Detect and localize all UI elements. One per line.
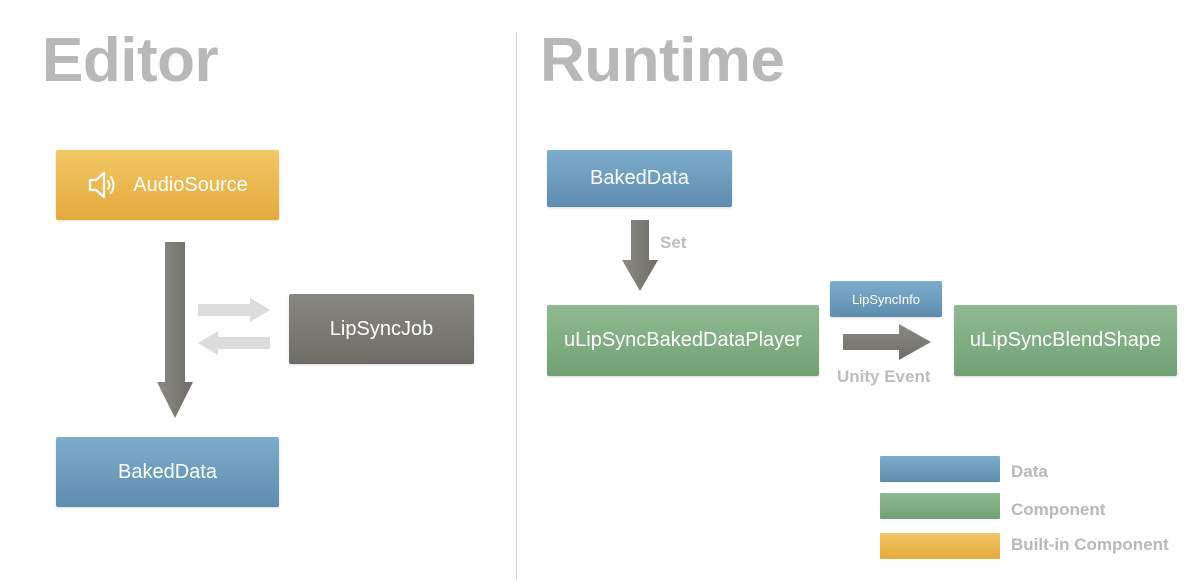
lipsync-job-label: LipSyncJob: [329, 317, 434, 340]
audio-source-label: AudioSource: [133, 173, 248, 196]
legend-swatch-data: [880, 456, 1000, 482]
runtime-title: Runtime: [540, 26, 785, 95]
lipsync-info-tag: LipSyncInfo: [830, 281, 942, 317]
editor-title: Editor: [42, 26, 219, 95]
blendshape-box: uLipSyncBlendShape: [954, 305, 1177, 376]
unity-event-label: Unity Event: [837, 367, 931, 386]
legend-swatch-component: [880, 493, 1000, 519]
legend-swatch-builtin: [880, 533, 1000, 559]
lipsync-job-box: LipSyncJob: [289, 294, 474, 364]
editor-baked-data-box: BakedData: [56, 437, 279, 507]
editor-baked-data-label: BakedData: [118, 460, 217, 483]
speaker-icon: [87, 170, 119, 200]
blendshape-label: uLipSyncBlendShape: [969, 329, 1162, 351]
runtime-baked-data-box: BakedData: [547, 150, 732, 207]
runtime-baked-data-label: BakedData: [590, 167, 689, 189]
legend-label-component: Component: [1011, 500, 1106, 519]
from-job-arrow: [198, 331, 270, 355]
legend-label-builtin: Built-in Component: [1011, 535, 1169, 554]
lipsync-info-label: LipSyncInfo: [852, 291, 920, 307]
baked-data-player-label: uLipSyncBakedDataPlayer: [564, 329, 802, 351]
set-label: Set: [660, 233, 687, 252]
editor-down-arrow: [157, 242, 193, 418]
legend-label-data: Data: [1011, 462, 1048, 481]
section-divider: [516, 32, 517, 580]
audio-source-box: AudioSource: [56, 150, 279, 220]
unity-event-arrow: [843, 324, 931, 360]
to-job-arrow: [198, 298, 270, 322]
baked-data-player-box: uLipSyncBakedDataPlayer: [547, 305, 819, 376]
set-down-arrow: [622, 220, 658, 291]
